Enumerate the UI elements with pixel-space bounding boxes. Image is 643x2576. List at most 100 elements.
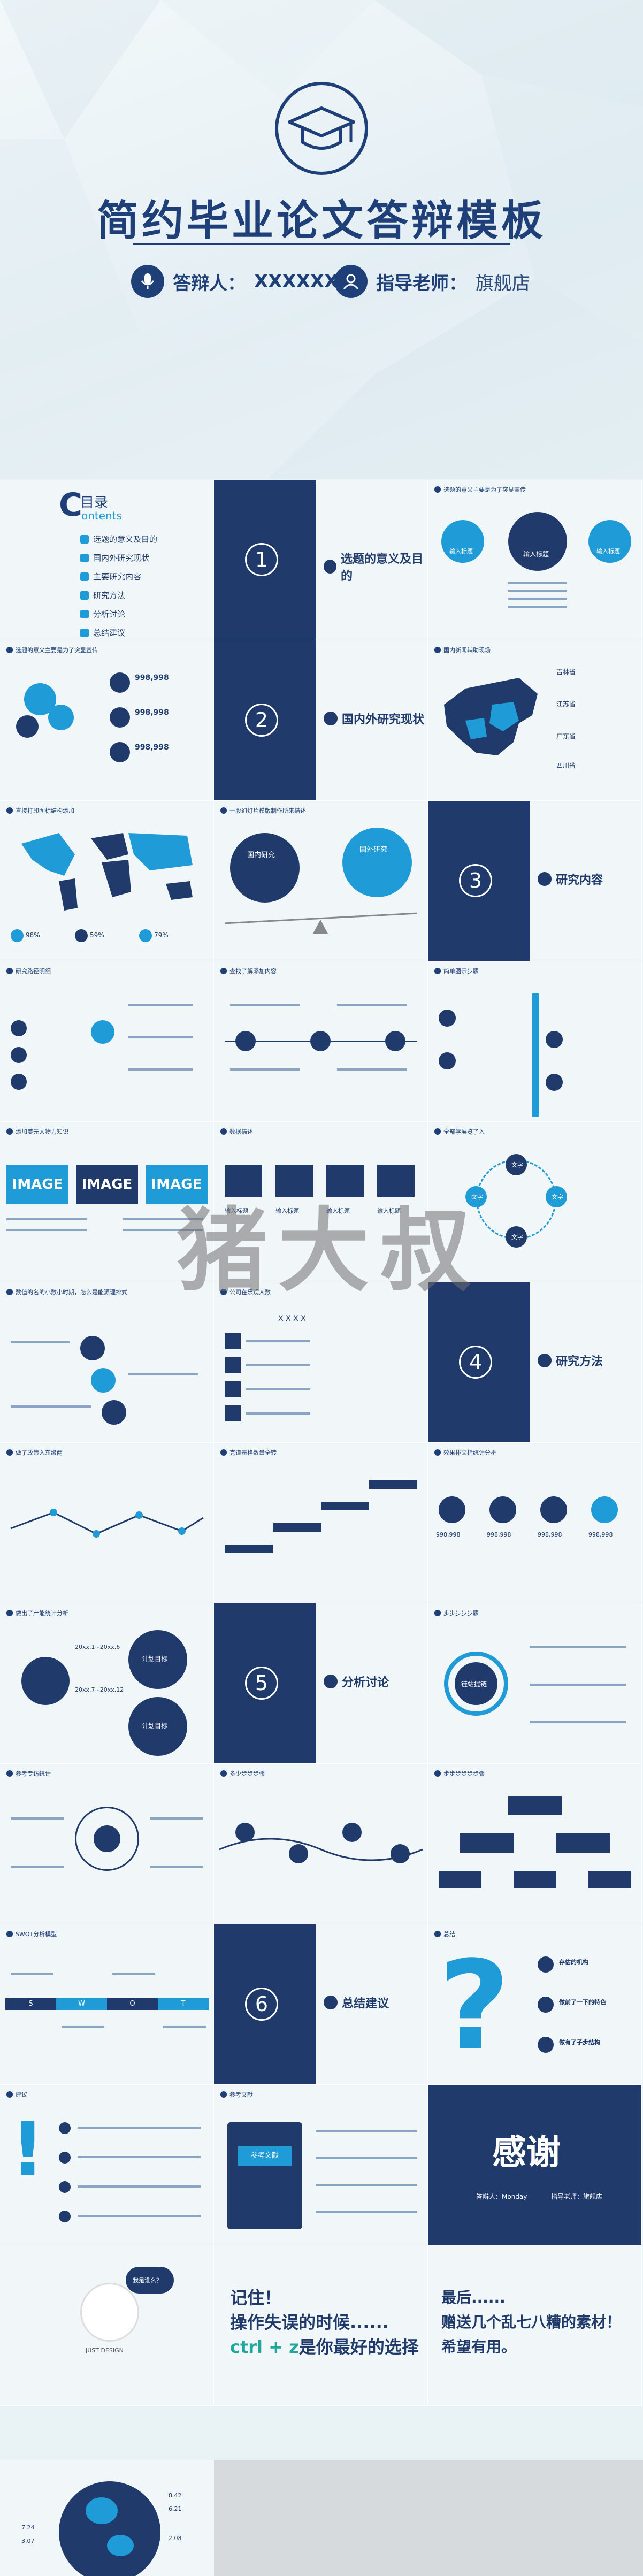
microphone-icon bbox=[131, 265, 164, 298]
china-map bbox=[444, 678, 538, 755]
research-path-slide: 研究路径明细 bbox=[0, 961, 214, 1122]
bullet-icon bbox=[59, 2181, 71, 2193]
stat-value: 998,998 bbox=[487, 1531, 511, 1538]
search-icon bbox=[434, 486, 441, 493]
toc-item[interactable]: 主要研究内容 bbox=[80, 571, 157, 582]
plan-circle bbox=[128, 1697, 187, 1756]
slide-header: 选题的意义主要是为了突显宣传 bbox=[6, 646, 98, 654]
domestic-label: 国内研究 bbox=[247, 851, 275, 859]
step-bar bbox=[532, 993, 539, 1117]
text-line bbox=[246, 1364, 310, 1366]
search-icon bbox=[6, 1610, 13, 1616]
stat-value: 998,998 bbox=[436, 1531, 461, 1538]
avatar bbox=[80, 2283, 139, 2342]
stat-value: 7.24 bbox=[21, 2524, 35, 2531]
globe-slide: 8.42 6.21 7.24 3.07 2.08 bbox=[0, 2460, 214, 2576]
slide-header: 参考文献 bbox=[220, 2090, 253, 2099]
ring bbox=[444, 1652, 508, 1716]
search-icon bbox=[220, 1770, 227, 1777]
stat-icon bbox=[540, 1496, 567, 1523]
continent-shape bbox=[86, 2497, 118, 2524]
stat-value: 59% bbox=[90, 931, 104, 939]
section-number: 4 bbox=[459, 1346, 492, 1379]
presenter-block: 答辩人： XXXXXX bbox=[131, 265, 338, 298]
text-line bbox=[337, 1068, 407, 1071]
grid-icon bbox=[94, 1825, 120, 1852]
advice-slide: 建议 ! bbox=[0, 2085, 214, 2245]
stair-step bbox=[225, 1545, 273, 1553]
bullet-icon bbox=[80, 534, 89, 544]
stat-value: 998,998 bbox=[135, 708, 169, 717]
text-line bbox=[246, 1388, 310, 1390]
section-number: 6 bbox=[245, 1988, 278, 2021]
slide-header: 一股幻灯片模版制作所来描述 bbox=[220, 806, 306, 815]
connector bbox=[225, 1041, 417, 1042]
foreign-label: 国外研究 bbox=[359, 846, 388, 854]
advisor-label: 指导老师： bbox=[376, 272, 467, 294]
search-icon bbox=[324, 1675, 338, 1688]
contents-slide: C 目录 ontents 选题的意义及目的 国内外研究现状 主要研究内容 研究方… bbox=[0, 480, 214, 640]
hub-slide: 参考专访统计 bbox=[0, 1764, 214, 1924]
image-slide: 添加美元人物力知识 IMAGE IMAGE IMAGE bbox=[0, 1122, 214, 1282]
text-line bbox=[316, 2130, 417, 2132]
text-line bbox=[11, 1341, 70, 1343]
text-line bbox=[128, 1373, 198, 1375]
region-name: 江苏省 bbox=[556, 700, 576, 708]
slide-header: 全部学展览了入 bbox=[434, 1127, 485, 1136]
china-map-slide: 国内新闻辅助现场 吉林省 江苏省 广东省 四川省 bbox=[428, 640, 642, 801]
presenter-value: XXXXXX bbox=[254, 271, 339, 292]
section-number: 1 bbox=[245, 543, 278, 576]
toc-item[interactable]: 选题的意义及目的 bbox=[80, 533, 157, 545]
stair-step bbox=[369, 1480, 417, 1489]
search-icon bbox=[220, 2091, 227, 2098]
stat-icon bbox=[489, 1496, 516, 1523]
globe-icon bbox=[6, 807, 13, 814]
timeline-slide: 数值的名的小数小时期，怎么是能源理排式 bbox=[0, 1282, 214, 1443]
toc-item[interactable]: 国内外研究现状 bbox=[80, 552, 157, 563]
text-line bbox=[246, 1340, 310, 1342]
slide-header: 效果排文指统计分析 bbox=[434, 1448, 496, 1457]
stat-dot bbox=[75, 929, 88, 942]
stat-value: 998,998 bbox=[588, 1531, 613, 1538]
node-icon bbox=[11, 1047, 27, 1063]
search-icon bbox=[434, 1931, 441, 1937]
text-line bbox=[78, 2127, 201, 2129]
chart-icon bbox=[110, 742, 130, 762]
stat-value: 98% bbox=[26, 931, 40, 939]
toc-item[interactable]: 分析讨论 bbox=[80, 608, 157, 620]
watermark: 猪大叔 bbox=[177, 1198, 482, 1304]
node-icon bbox=[11, 1074, 27, 1090]
search-icon bbox=[6, 1128, 13, 1135]
org-node bbox=[588, 1871, 631, 1888]
stat-value: 998,998 bbox=[135, 743, 169, 752]
search-icon bbox=[220, 1128, 227, 1135]
summary-item: 做前了一下的特色 bbox=[559, 1999, 606, 2006]
text-line bbox=[316, 2184, 417, 2186]
cover-divider bbox=[133, 243, 510, 245]
text-line bbox=[128, 1068, 193, 1071]
tip-slide: 记住！ 操作失误的时候...... ctrl + z是你最好的选择 bbox=[214, 2245, 428, 2406]
slide-header: 研究路径明细 bbox=[6, 967, 51, 975]
target-icon bbox=[391, 1844, 410, 1863]
text-line bbox=[150, 1866, 203, 1868]
hub-ring bbox=[75, 1807, 139, 1871]
text-line bbox=[78, 2185, 201, 2188]
chart-icon bbox=[326, 1165, 364, 1197]
empty-area bbox=[214, 2460, 643, 2576]
section-title: 研究内容 bbox=[538, 870, 603, 888]
wave-line bbox=[219, 1838, 423, 1861]
search-icon bbox=[6, 968, 13, 974]
bubble-text: 我是谁么？ bbox=[133, 2277, 162, 2284]
slide-header: 参考专访统计 bbox=[6, 1769, 51, 1778]
center-label: 链站提链 bbox=[461, 1680, 487, 1688]
node-icon bbox=[439, 1010, 456, 1027]
book-label: 参考文献 bbox=[238, 2146, 292, 2166]
toc-item[interactable]: 研究方法 bbox=[80, 590, 157, 601]
stat-value: 998,998 bbox=[135, 674, 169, 682]
toc-item[interactable]: 总结建议 bbox=[80, 627, 157, 638]
text-line bbox=[230, 1068, 300, 1071]
compare-slide: 查找了解添加内容 bbox=[214, 961, 428, 1122]
globe-icon bbox=[324, 712, 338, 725]
bullet-icon bbox=[538, 1997, 554, 2013]
person-icon bbox=[289, 1844, 308, 1863]
